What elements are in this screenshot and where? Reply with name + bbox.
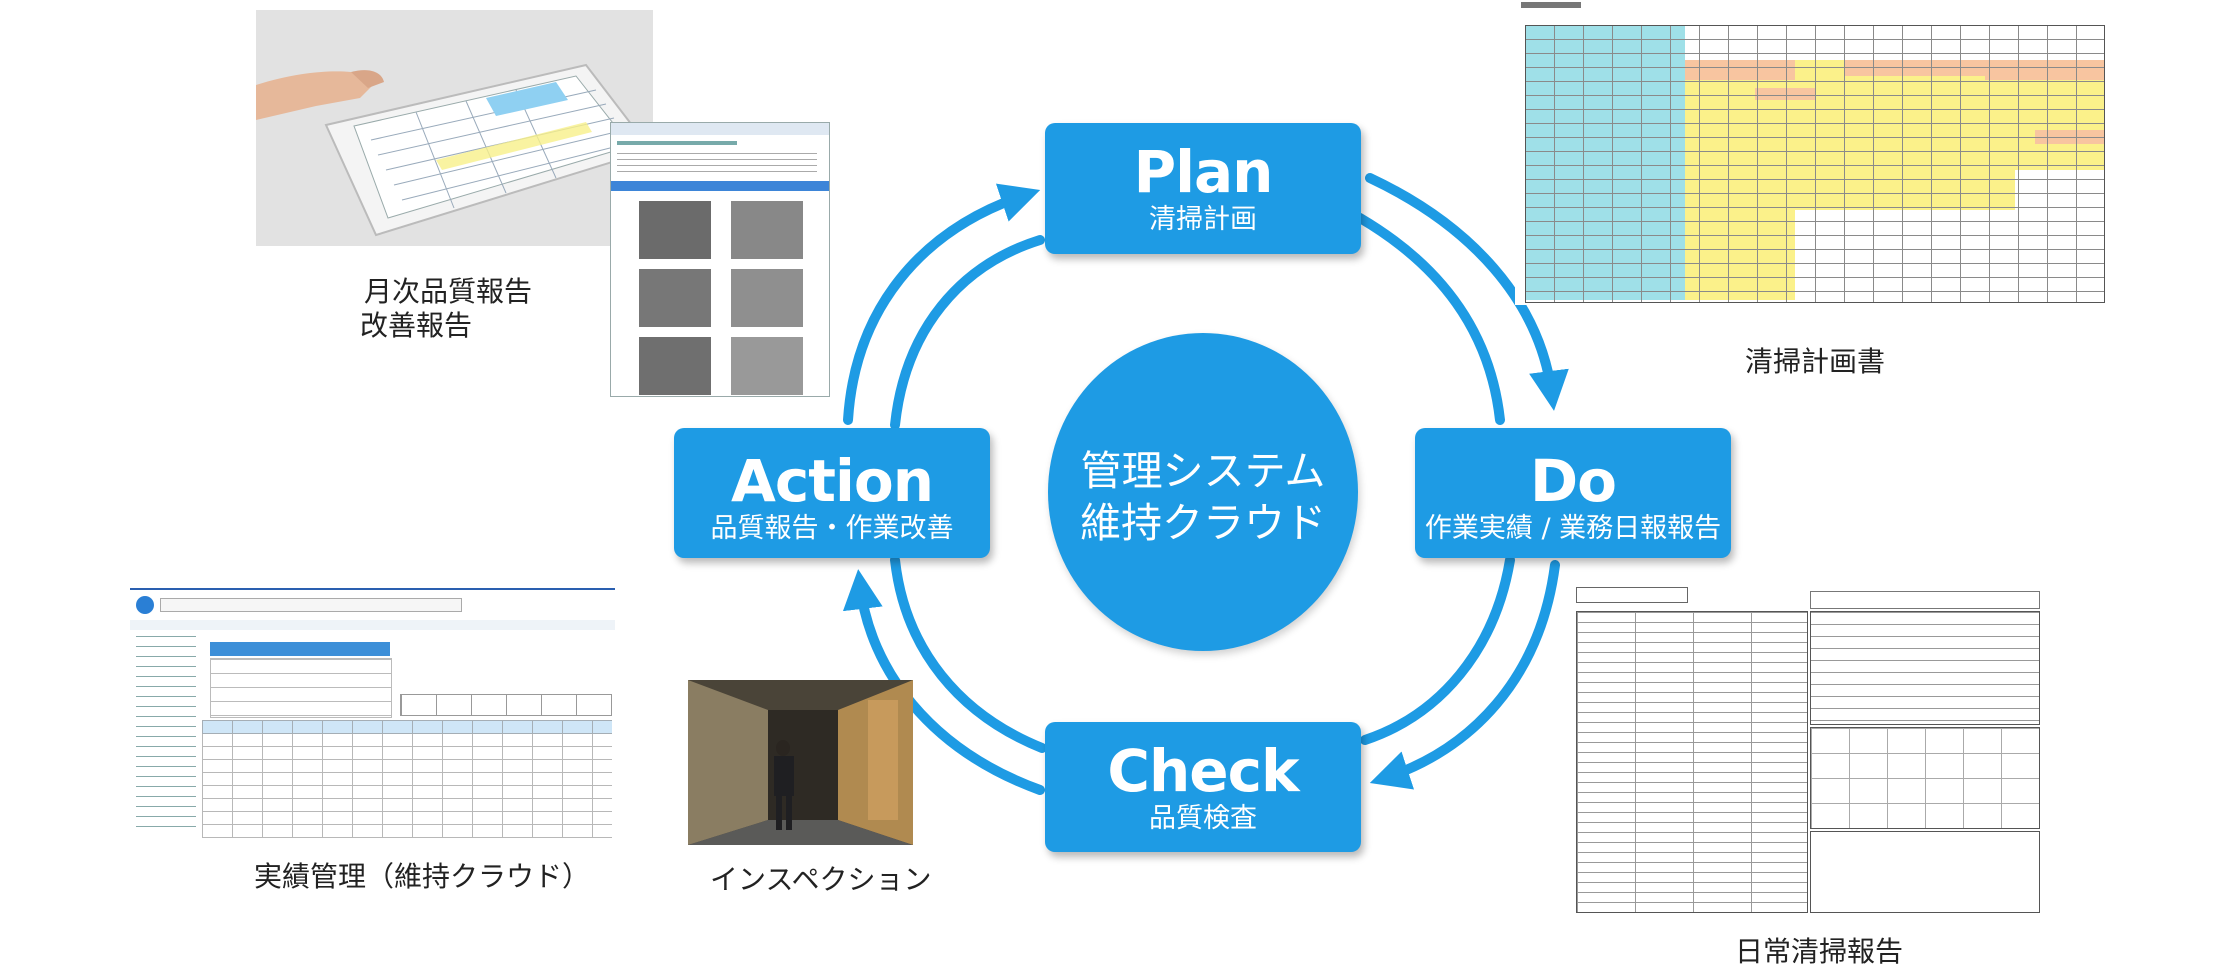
caption-daily-report: 日常清掃報告: [1735, 935, 1904, 968]
arrow-action-to-plan: [843, 183, 1041, 425]
action-sublabel: 品質報告・作業改善: [710, 513, 954, 544]
arc-do-to-check-inner: [1360, 555, 1515, 745]
arc-plan-to-do-inner: [1355, 213, 1505, 425]
check-box: Check 品質検査: [1045, 722, 1361, 852]
corridor-photo: [688, 680, 913, 845]
hand-tablet-image: [256, 10, 653, 246]
web-app-screenshot: [130, 588, 615, 842]
do-box: Do 作業実績 / 業務日報報告: [1415, 428, 1731, 558]
arrow-plan-to-do: [1365, 173, 1569, 411]
do-label: Do: [1530, 447, 1617, 515]
plan-box: Plan 清掃計画: [1045, 123, 1361, 254]
caption-monthly-report-line1: 月次品質報告: [364, 275, 533, 308]
schedule-spreadsheet: [1515, 0, 2110, 305]
do-sublabel: 作業実績 / 業務日報報告: [1424, 513, 1722, 544]
action-label: Action: [730, 447, 934, 515]
action-box: Action 品質報告・作業改善: [674, 428, 990, 558]
center-circle: 管理システム 維持クラウド: [1048, 333, 1358, 651]
caption-performance: 実績管理（維持クラウド）: [254, 860, 591, 893]
arrow-do-to-check: [1369, 560, 1560, 790]
caption-monthly-report-line2: 改善報告: [360, 309, 473, 342]
center-title-line1: 管理システム: [1080, 447, 1326, 495]
caption-inspection: インスペクション: [710, 863, 932, 896]
check-sublabel: 品質検査: [1149, 803, 1257, 834]
check-label: Check: [1107, 737, 1299, 805]
arc-check-to-action-inner: [890, 555, 1047, 753]
photo-report-window: [610, 122, 830, 397]
plan-label: Plan: [1133, 138, 1274, 206]
caption-cleaning-plan: 清掃計画書: [1745, 345, 1886, 378]
arc-action-to-plan-inner: [890, 235, 1045, 430]
paper-form: [1572, 585, 2042, 915]
plan-sublabel: 清掃計画: [1149, 204, 1257, 235]
center-title-line2: 維持クラウド: [1080, 499, 1326, 547]
